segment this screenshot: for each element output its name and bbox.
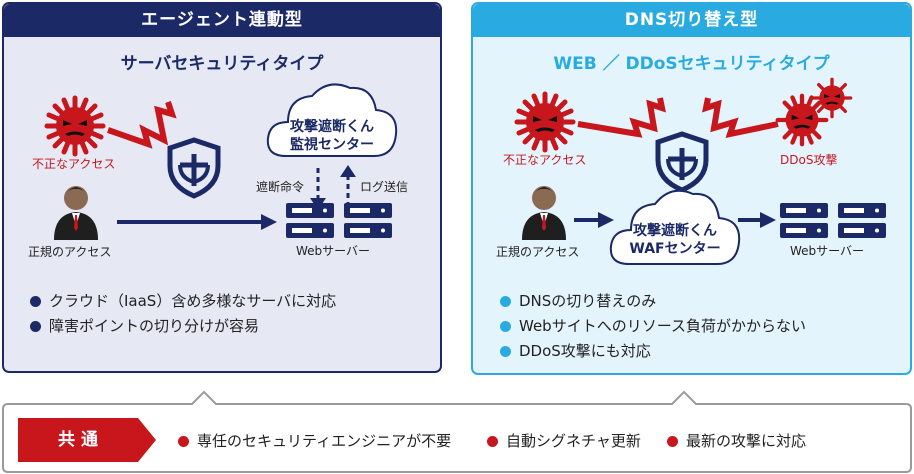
right-panel-header: DNS切り替え型 bbox=[473, 4, 910, 37]
common-item-3-text: 最新の攻撃に対応 bbox=[686, 432, 807, 450]
right-illegal-label: 不正なアクセス bbox=[503, 153, 587, 167]
left-server-label: Webサーバー bbox=[296, 244, 371, 258]
right-bullet-1: DNSの切り替えのみ bbox=[500, 290, 656, 311]
bullet-dot bbox=[178, 436, 189, 447]
shield-icon bbox=[167, 137, 221, 199]
right-bullet-3-text: DDoS攻撃にも対応 bbox=[519, 342, 651, 360]
right-cloud-line2: WAFセンター bbox=[629, 241, 721, 257]
right-bullet-3: DDoS攻撃にも対応 bbox=[500, 340, 651, 361]
left-bullet-2-text: 障害ポイントの切り分けが容易 bbox=[49, 317, 260, 335]
to-waf-arrow bbox=[574, 212, 614, 228]
right-bullet-1-text: DNSの切り替えのみ bbox=[519, 292, 657, 310]
right-legit-label: 正規のアクセス bbox=[496, 245, 580, 259]
left-bullet-1: クラウド（IaaS）含め多様なサーバに対応 bbox=[30, 290, 336, 311]
common-tag: 共 通 bbox=[58, 430, 98, 450]
web-server-icon bbox=[286, 203, 392, 238]
legit-access-arrow bbox=[117, 214, 277, 230]
common-item-2-text: 自動シグネチャ更新 bbox=[506, 432, 641, 450]
ddos-label: DDoS攻撃 bbox=[780, 153, 838, 167]
left-cloud-line2: 監視センター bbox=[290, 137, 374, 153]
bullet-dot bbox=[500, 346, 511, 357]
common-item-2: 自動シグネチャ更新 bbox=[487, 430, 641, 451]
right-bullet-2-text: Webサイトへのリソース負荷がかからない bbox=[519, 317, 806, 335]
left-panel-header: エージェント連動型 bbox=[4, 4, 440, 37]
virus-icon bbox=[44, 95, 106, 157]
right-cloud-text: 攻撃遮断くん WAFセンター bbox=[605, 222, 745, 258]
right-bullet-2: Webサイトへのリソース負荷がかからない bbox=[500, 315, 806, 336]
waf-center-cloud-icon bbox=[609, 189, 741, 265]
attack-lightning-icon bbox=[107, 101, 177, 149]
ddos-lightning-icon bbox=[702, 97, 779, 139]
monitoring-center-cloud-icon bbox=[266, 83, 398, 157]
left-bullet-2: 障害ポイントの切り分けが容易 bbox=[30, 315, 259, 336]
left-legit-label: 正規のアクセス bbox=[28, 245, 112, 259]
common-item-1: 専任のセキュリティエンジニアが不要 bbox=[178, 430, 451, 451]
right-subtitle: WEB ／ DDoSセキュリティタイプ bbox=[553, 54, 830, 74]
bullet-dot bbox=[500, 296, 511, 307]
bullet-dot bbox=[30, 321, 41, 332]
to-server-arrow bbox=[738, 212, 776, 228]
common-item-1-text: 専任のセキュリティエンジニアが不要 bbox=[197, 432, 452, 450]
bullet-dot bbox=[30, 296, 41, 307]
left-log-label: ログ送信 bbox=[360, 180, 409, 194]
bullet-dot bbox=[667, 436, 678, 447]
bullet-dot bbox=[500, 321, 511, 332]
left-cloud-line1: 攻撃遮断くん bbox=[290, 119, 374, 135]
user-icon bbox=[522, 186, 566, 240]
ddos-virus-icon bbox=[775, 93, 829, 147]
bullet-dot bbox=[487, 436, 498, 447]
common-box-frame bbox=[2, 390, 912, 473]
left-cloud-text: 攻撃遮断くん 監視センター bbox=[262, 118, 402, 154]
left-cmd-label: 遮断命令 bbox=[256, 180, 305, 194]
attack-lightning-icon bbox=[577, 97, 666, 138]
right-cloud-line1: 攻撃遮断くん bbox=[633, 223, 717, 239]
left-bullet-1-text: クラウド（IaaS）含め多様なサーバに対応 bbox=[49, 292, 337, 310]
left-subtitle: サーバセキュリティタイプ bbox=[120, 54, 324, 74]
left-illegal-label: 不正なアクセス bbox=[32, 157, 116, 171]
user-icon bbox=[54, 186, 98, 240]
common-tag-shape bbox=[18, 418, 156, 462]
common-item-3: 最新の攻撃に対応 bbox=[667, 430, 806, 451]
right-server-label: Webサーバー bbox=[790, 244, 865, 258]
ddos-virus-icon bbox=[811, 77, 853, 119]
virus-icon bbox=[514, 91, 576, 153]
web-server-icon bbox=[780, 203, 886, 238]
